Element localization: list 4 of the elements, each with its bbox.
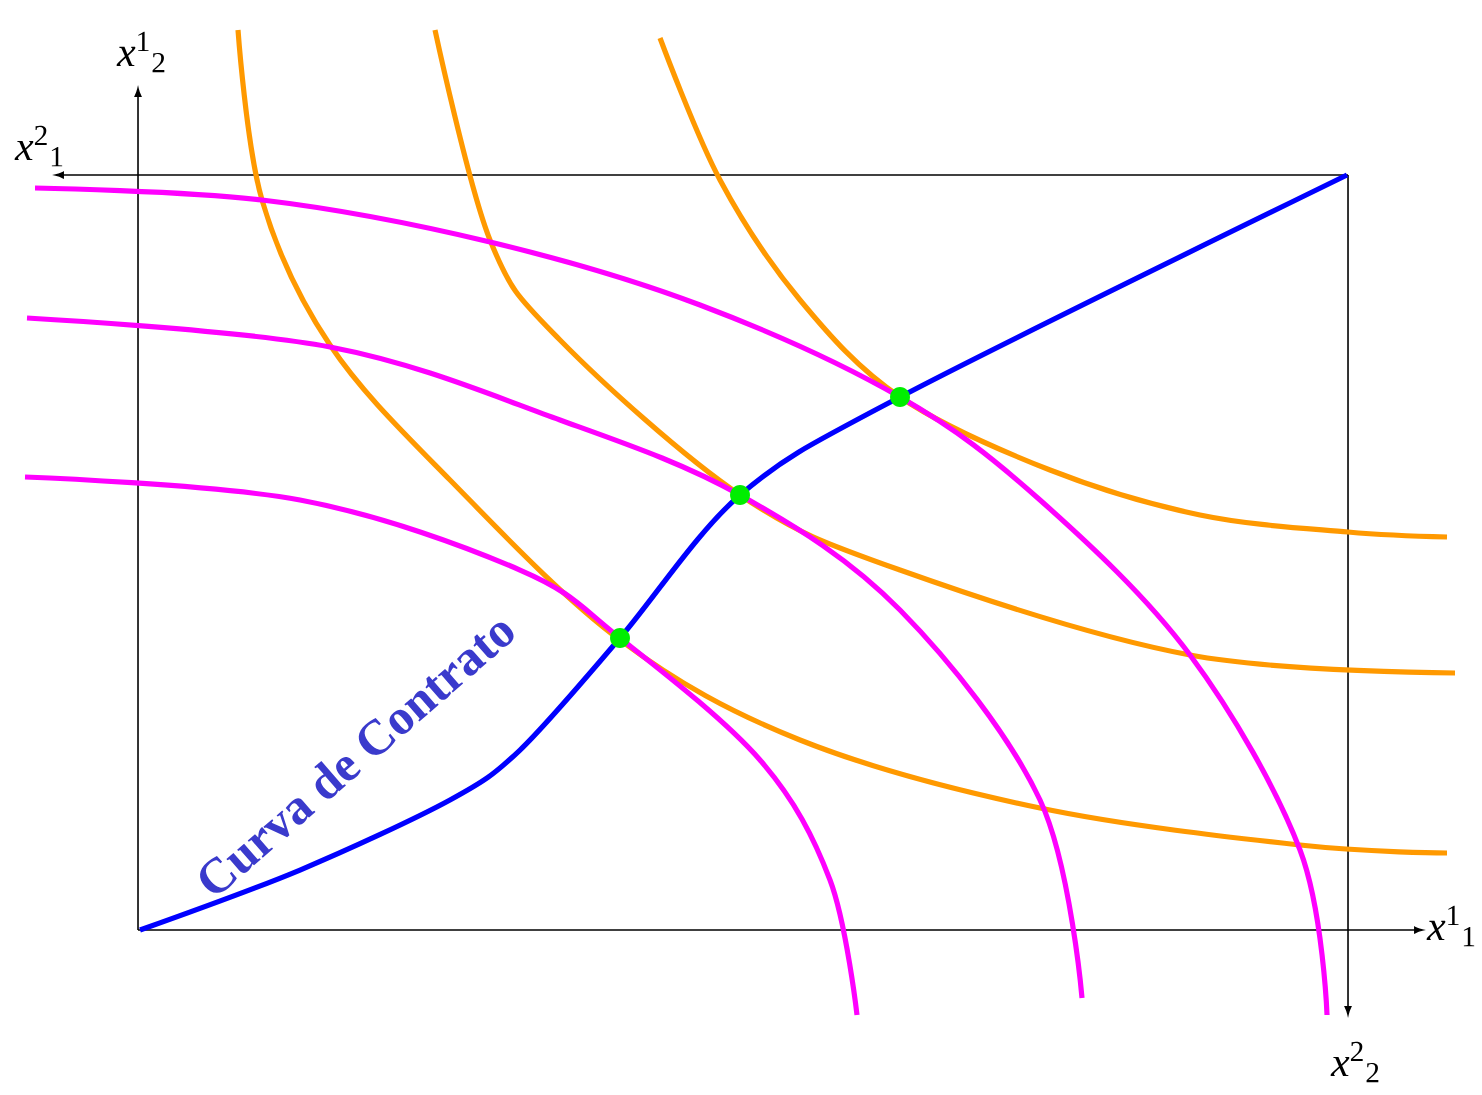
axis-label: x$^{1}$2 xyxy=(116,31,165,73)
axis-label: x$^{2}$2 xyxy=(1330,1041,1379,1083)
axis-label: x$^{1}$1 xyxy=(1426,905,1475,947)
axis-label: x$^{2}$1 xyxy=(14,125,63,167)
